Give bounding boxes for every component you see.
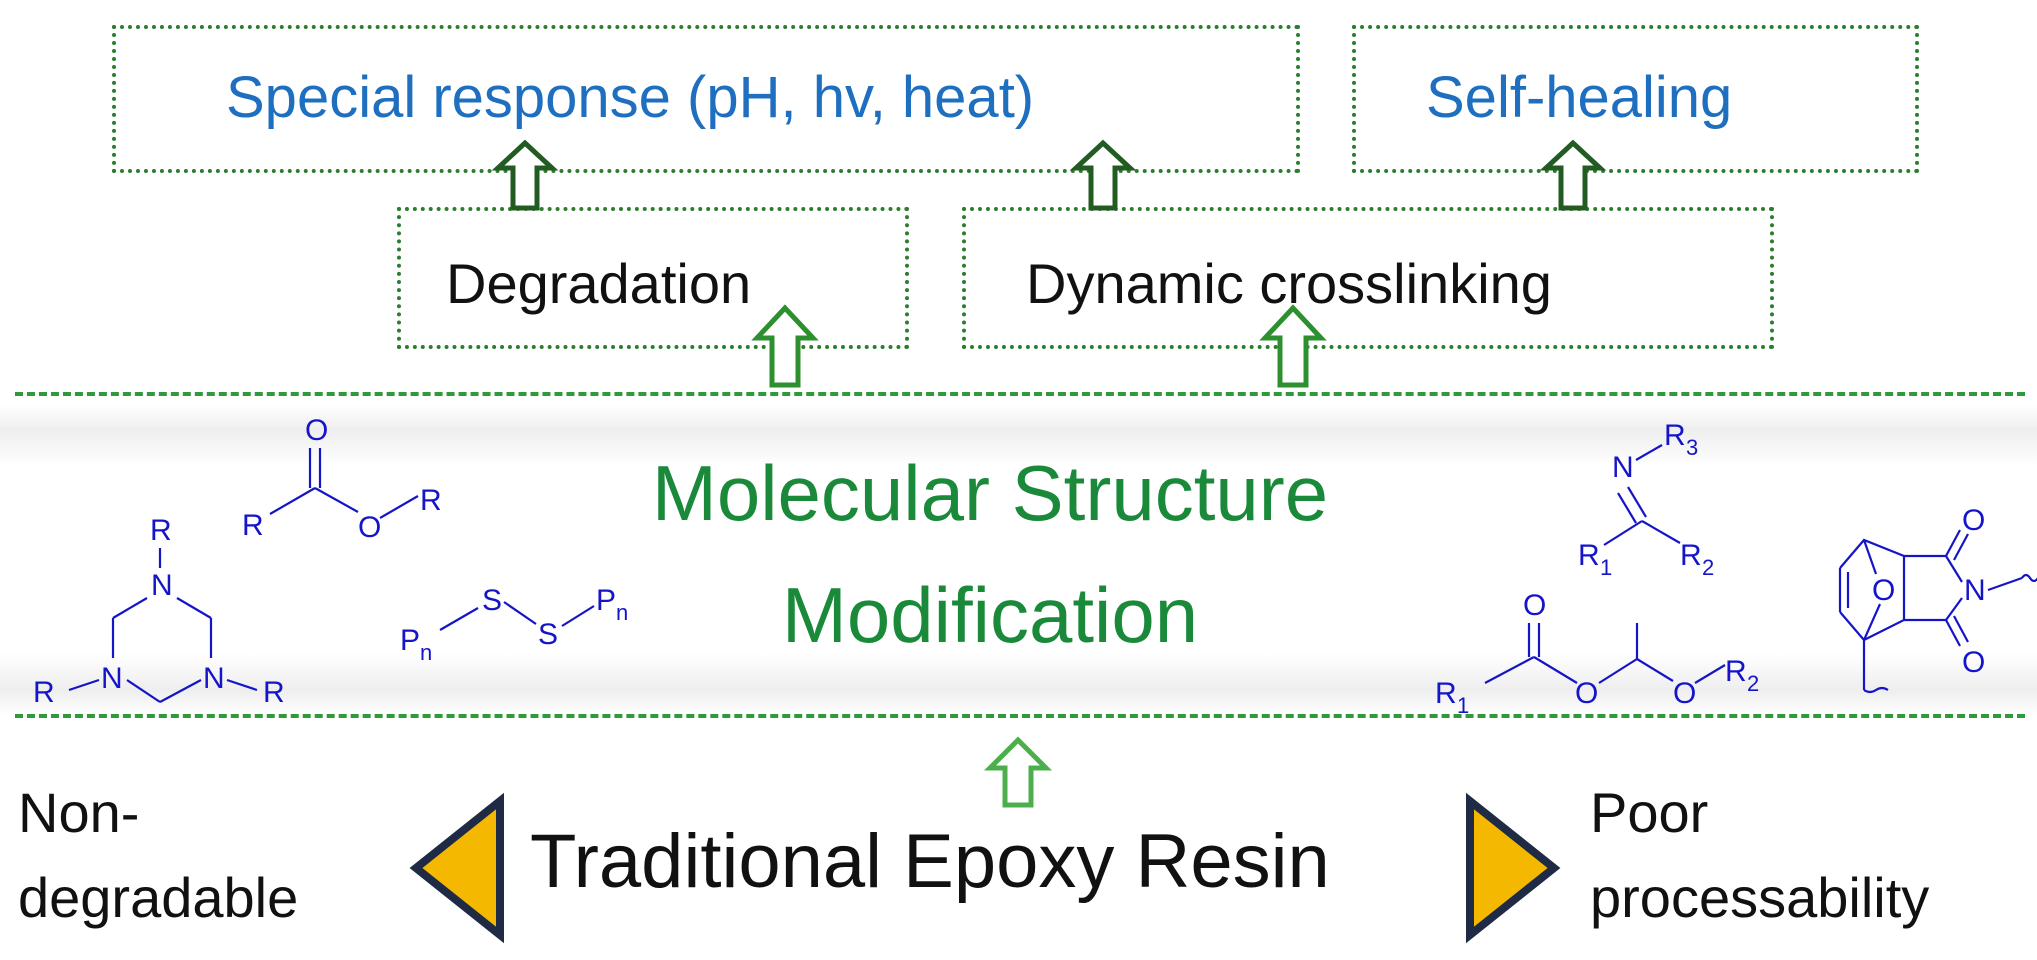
imide-n: N bbox=[1964, 574, 1986, 607]
ester-o-ether: O bbox=[358, 511, 381, 544]
imine-n: N bbox=[1612, 451, 1634, 484]
disulfide-s-left: S bbox=[482, 584, 502, 617]
acetal-r2: R bbox=[1725, 655, 1747, 688]
triazine-r-left: R bbox=[33, 676, 55, 709]
poor-processability-line2: processability bbox=[1590, 866, 1930, 929]
ester-structure: O R O R bbox=[242, 414, 442, 544]
self-healing-label: Self-healing bbox=[1426, 65, 1733, 130]
poor-processability-line1: Poor bbox=[1590, 781, 1709, 844]
disulfide-p-left: P bbox=[400, 624, 420, 657]
imine-r1: R bbox=[1578, 539, 1600, 572]
arrow-up-icon bbox=[1259, 304, 1327, 388]
modification-band bbox=[0, 405, 2037, 715]
imine-r2-sub: 2 bbox=[1702, 555, 1714, 580]
top-dashed-divider bbox=[15, 392, 2025, 396]
imide-o-top: O bbox=[1962, 504, 1985, 537]
imine-r3: R bbox=[1664, 419, 1686, 452]
triazine-n-left: N bbox=[101, 662, 123, 695]
triazine-structure: R N N N R R bbox=[33, 514, 285, 709]
center-title-line2: Modification bbox=[781, 571, 1199, 659]
acetal-ester-structure: O R 1 O O R 2 bbox=[1435, 589, 1759, 718]
ester-o-carbonyl: O bbox=[305, 414, 328, 447]
arrow-up-icon bbox=[491, 139, 559, 211]
arrow-up-icon bbox=[751, 304, 819, 388]
oxanorbornene-maleimide-structure: O O O N bbox=[1838, 504, 2037, 694]
degradation-label: Degradation bbox=[446, 252, 752, 315]
traditional-epoxy-resin-label: Traditional Epoxy Resin bbox=[530, 819, 1330, 904]
dynamic-crosslinking-box: Dynamic crosslinking bbox=[962, 207, 1774, 349]
triazine-n-right: N bbox=[203, 662, 225, 695]
disulfide-structure: P n S S P n bbox=[400, 584, 628, 665]
triazine-r-top: R bbox=[150, 514, 172, 547]
right-triangle-icon bbox=[1466, 792, 1561, 944]
special-response-box: Special response (pH, hv, heat) bbox=[112, 25, 1300, 173]
self-healing-box: Self-healing bbox=[1352, 25, 1919, 173]
bottom-dashed-divider bbox=[15, 714, 2025, 718]
non-degradable-line2: degradable bbox=[18, 866, 299, 929]
triazine-n-top: N bbox=[151, 569, 173, 602]
center-title-line1: Molecular Structure bbox=[651, 449, 1329, 537]
acetal-o-carbonyl: O bbox=[1523, 589, 1546, 622]
arrow-up-icon bbox=[1539, 139, 1607, 211]
bridge-o: O bbox=[1872, 574, 1895, 607]
acetal-o-right: O bbox=[1673, 677, 1696, 710]
ester-r-right: R bbox=[420, 484, 442, 517]
acetal-r1-sub: 1 bbox=[1457, 693, 1469, 718]
imine-r2: R bbox=[1680, 539, 1702, 572]
ester-r-left: R bbox=[242, 509, 264, 542]
left-triangle-icon bbox=[409, 792, 504, 944]
imine-r1-sub: 1 bbox=[1600, 555, 1612, 580]
disulfide-s-right: S bbox=[538, 618, 558, 651]
disulfide-n-right: n bbox=[616, 600, 628, 625]
acetal-r1: R bbox=[1435, 677, 1457, 710]
special-response-label: Special response (pH, hv, heat) bbox=[226, 65, 1035, 130]
disulfide-p-right: P bbox=[596, 584, 616, 617]
dynamic-crosslinking-label: Dynamic crosslinking bbox=[1026, 252, 1552, 315]
acetal-o-mid: O bbox=[1575, 677, 1598, 710]
triazine-r-right: R bbox=[263, 676, 285, 709]
disulfide-n-left: n bbox=[420, 640, 432, 665]
degradation-box: Degradation bbox=[397, 207, 909, 349]
arrow-up-icon bbox=[1069, 139, 1137, 211]
non-degradable-line1: Non- bbox=[18, 781, 140, 844]
imine-r3-sub: 3 bbox=[1686, 435, 1698, 460]
imide-o-bottom: O bbox=[1962, 646, 1985, 679]
arrow-up-icon bbox=[983, 736, 1053, 808]
acetal-r2-sub: 2 bbox=[1747, 671, 1759, 696]
imine-structure: N R 3 R 1 R 2 bbox=[1578, 419, 1714, 580]
